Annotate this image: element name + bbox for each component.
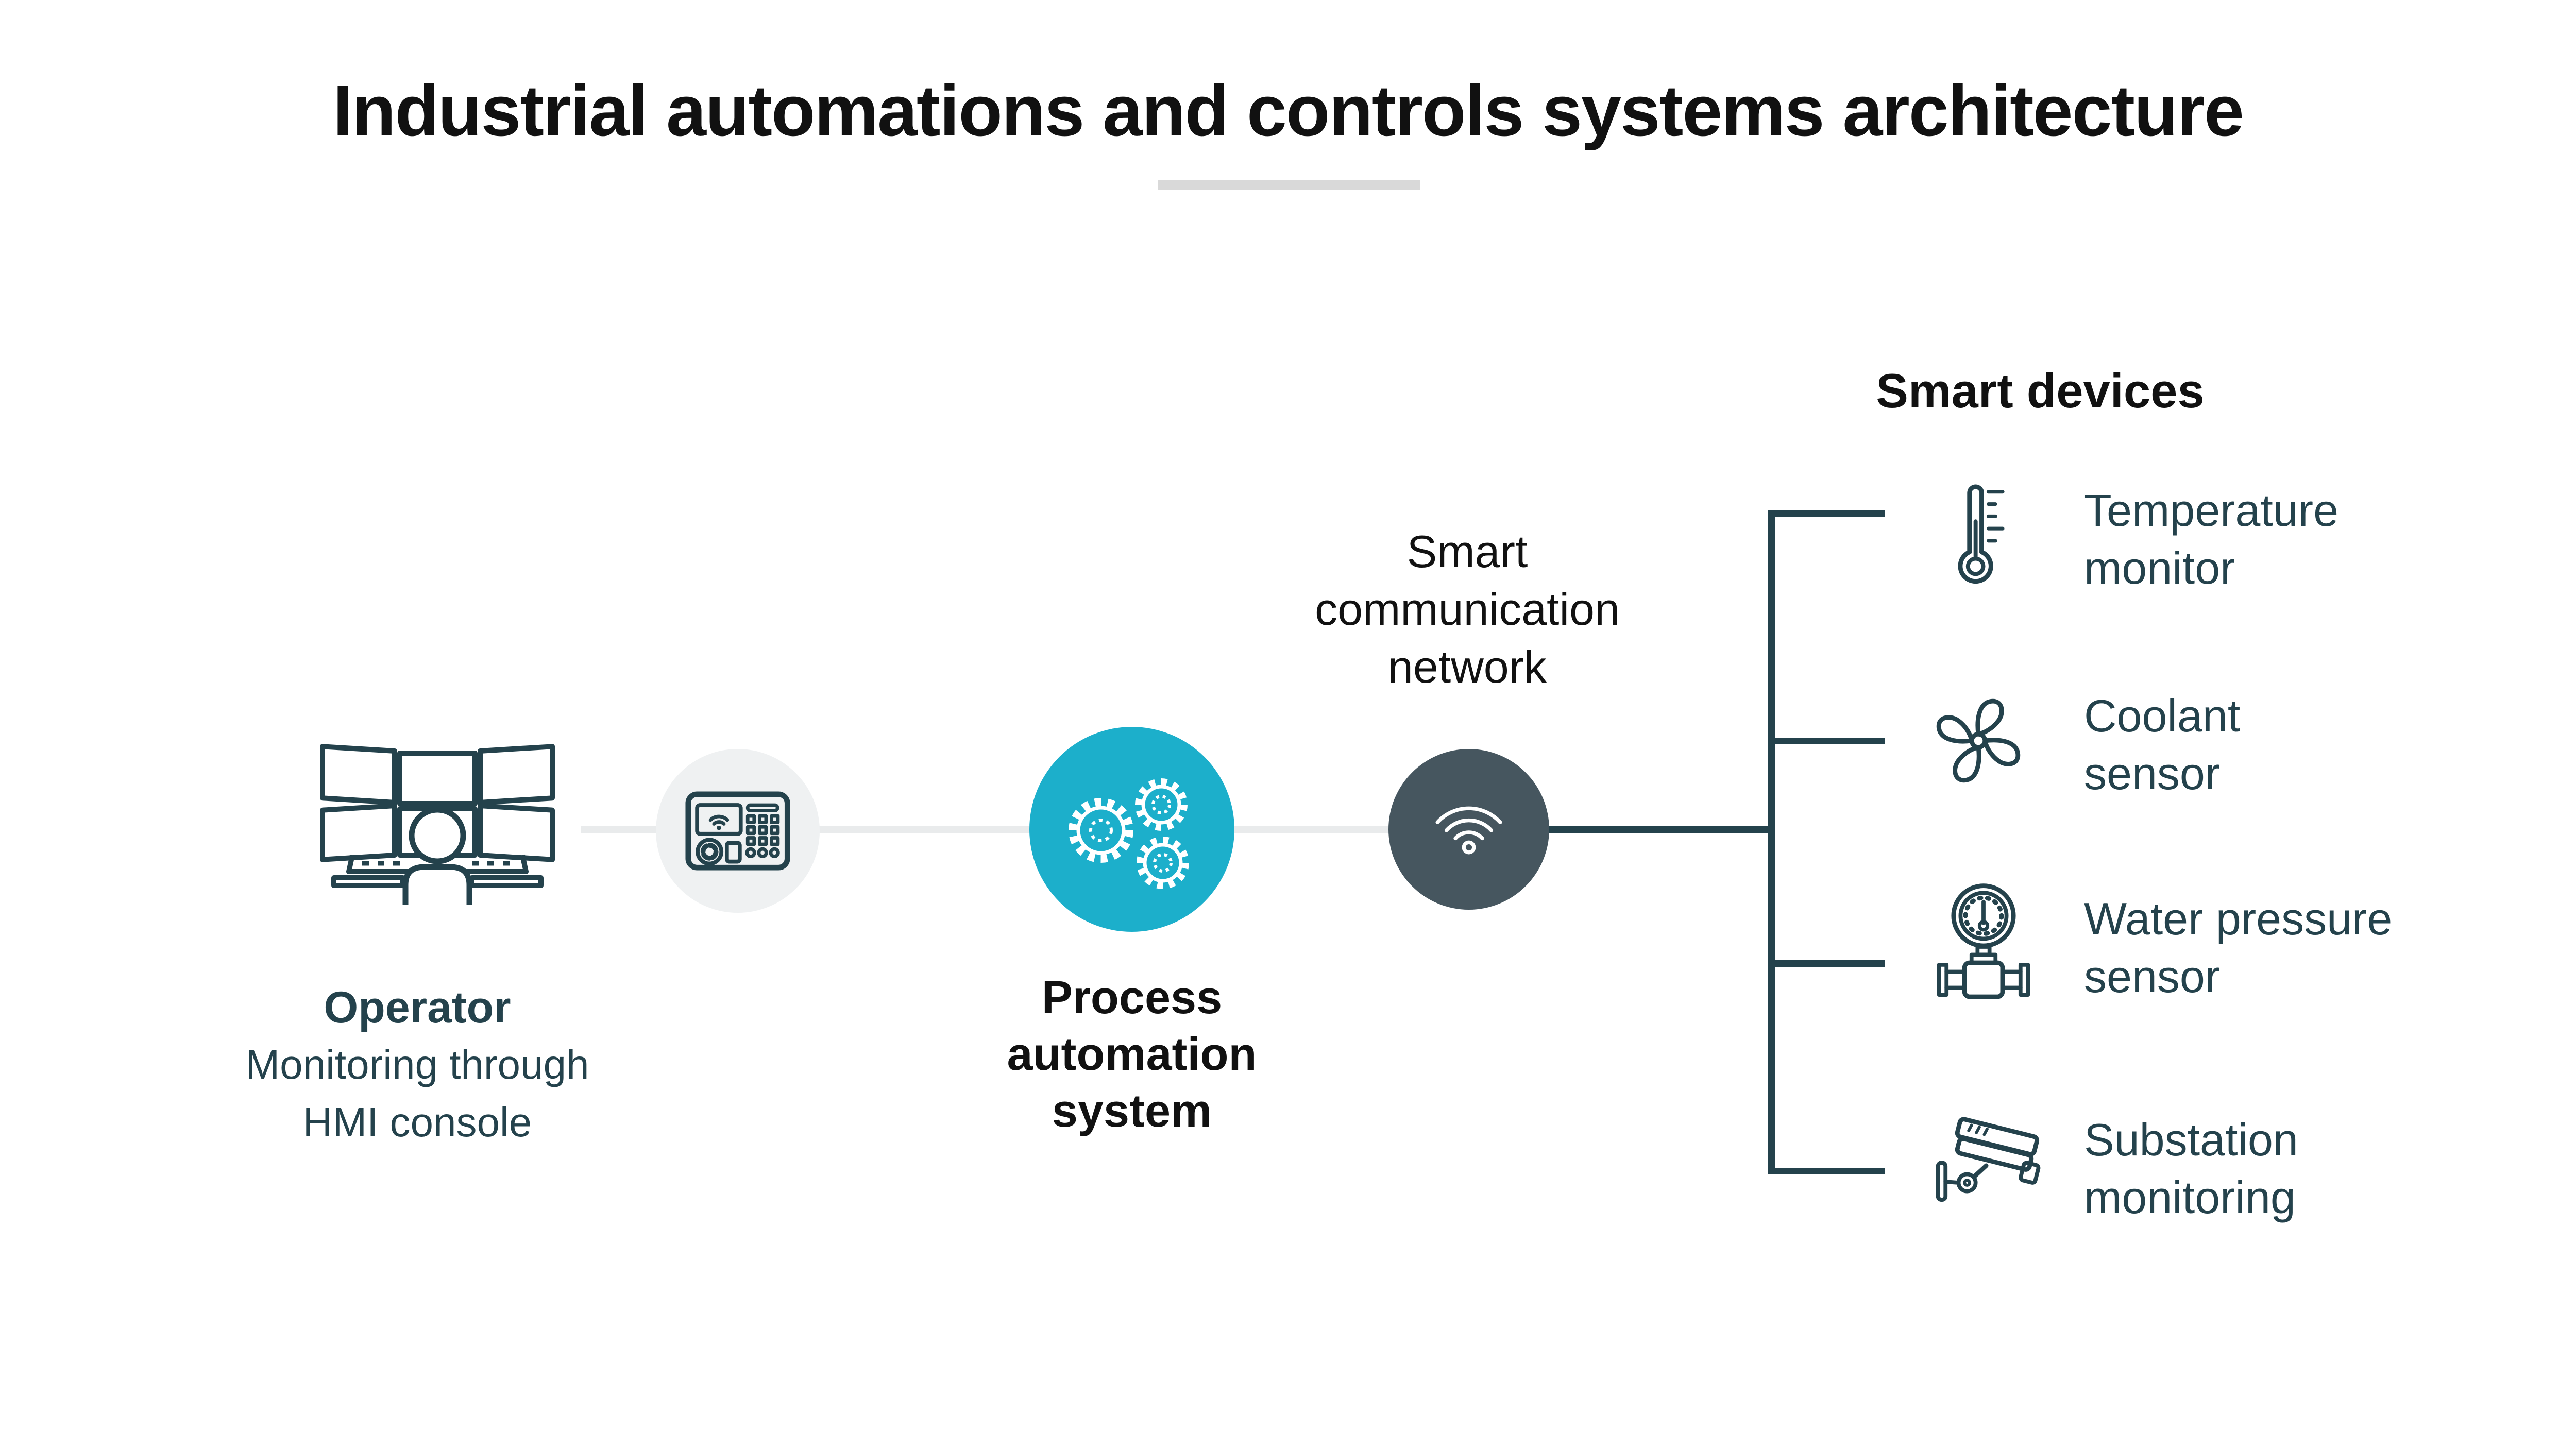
page-title: Industrial automations and controls syst… xyxy=(333,70,2244,151)
hmi-control-panel-icon xyxy=(685,791,790,871)
fan-icon xyxy=(1936,698,2021,783)
device-label-temperature: Temperature monitor xyxy=(2084,485,2339,593)
branch-stub-temperature xyxy=(1768,510,1885,517)
branch-stub-water-pressure xyxy=(1768,960,1885,967)
thermometer-icon xyxy=(1958,484,2005,584)
network-label: Smart communication network xyxy=(1315,526,1620,692)
operator-subtitle: Monitoring through HMI console xyxy=(245,1042,589,1145)
network-node xyxy=(1388,749,1549,910)
process-automation-label: Process automation system xyxy=(1007,972,1257,1137)
cctv-camera-icon xyxy=(1936,1117,2041,1202)
branch-stub-coolant xyxy=(1768,738,1885,744)
hmi-console-node xyxy=(656,749,820,913)
title-underline xyxy=(1158,180,1420,190)
operator-title: Operator xyxy=(324,983,511,1032)
device-label-water-pressure: Water pressure sensor xyxy=(2084,893,2393,1002)
device-label-coolant: Coolant sensor xyxy=(2084,690,2241,799)
branch-stub-substation xyxy=(1768,1168,1885,1174)
gears-icon xyxy=(1069,778,1189,889)
device-label-substation: Substation monitoring xyxy=(2084,1114,2298,1223)
pressure-gauge-valve-icon xyxy=(1937,883,2030,999)
branch-trunk-line xyxy=(1768,510,1775,1174)
smart-devices-heading: Smart devices xyxy=(1876,364,2205,418)
process-automation-node xyxy=(1029,727,1234,932)
operator-label-block: Operator Monitoring through HMI console xyxy=(185,979,649,1151)
control-room-monitors-icon xyxy=(320,744,555,905)
wifi-icon xyxy=(1435,806,1502,855)
